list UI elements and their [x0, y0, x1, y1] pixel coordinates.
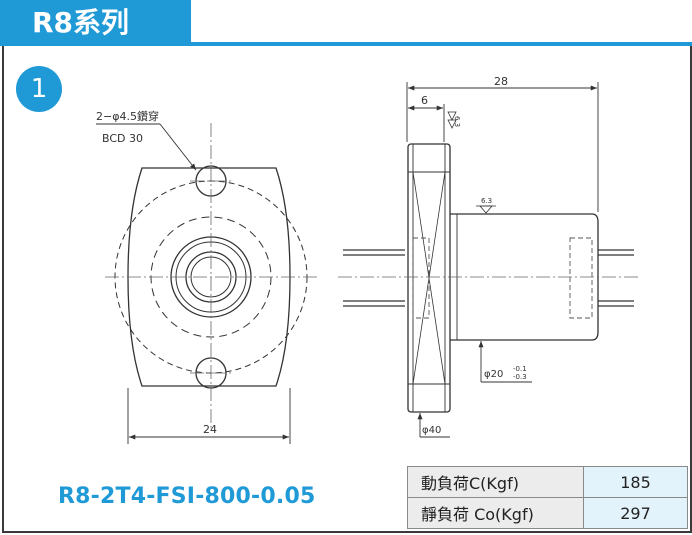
product-model: R8-2T4-FSI-800-0.05: [58, 484, 316, 509]
flange-outline: [127, 167, 291, 387]
table-row: 靜負荷 Co(Kgf) 297: [407, 497, 688, 529]
dia40-label: φ40: [422, 425, 441, 436]
dim-length-label: 28: [494, 75, 508, 88]
roughness-mid-label: 6.3: [481, 197, 492, 205]
bcd-text: BCD 30: [102, 132, 143, 145]
roughness-symbol-mid: [476, 205, 496, 214]
dia20-label: φ20: [484, 369, 503, 380]
static-load-value: 297: [583, 497, 688, 529]
dia20-tol-lower: -0.3: [513, 373, 527, 381]
dim-width: [127, 388, 291, 444]
load-spec-table: 動負荷C(Kgf) 185 靜負荷 Co(Kgf) 297: [407, 466, 688, 529]
side-flange: [407, 143, 451, 413]
item-number-badge: 1: [16, 66, 62, 112]
side-hidden-lines: [412, 237, 593, 319]
side-view: [343, 143, 634, 413]
static-load-label: 靜負荷 Co(Kgf): [407, 497, 584, 529]
page-title: R8系列: [0, 0, 191, 46]
dim-width-label: 24: [203, 423, 217, 436]
table-row: 動負荷C(Kgf) 185: [407, 466, 688, 498]
dynamic-load-value: 185: [583, 466, 688, 498]
roughness-symbol-top: [447, 111, 457, 129]
dia40-leader: [417, 413, 450, 438]
roughness-top-label: 6.3: [453, 116, 461, 127]
dia20-leader: [478, 341, 532, 383]
hole-note-text: 2−φ4.5鑽穿: [96, 109, 159, 123]
dim-flange-label: 6: [421, 94, 428, 107]
dim-flange: [408, 104, 445, 142]
content-frame: [2, 46, 692, 533]
dia20-tol-upper: -0.1: [513, 365, 527, 373]
hole-note-leader: [96, 123, 197, 171]
dim-length: [406, 82, 599, 212]
front-centerlines: [105, 123, 318, 430]
header-rule: [0, 42, 692, 46]
dynamic-load-label: 動負荷C(Kgf): [407, 466, 584, 498]
